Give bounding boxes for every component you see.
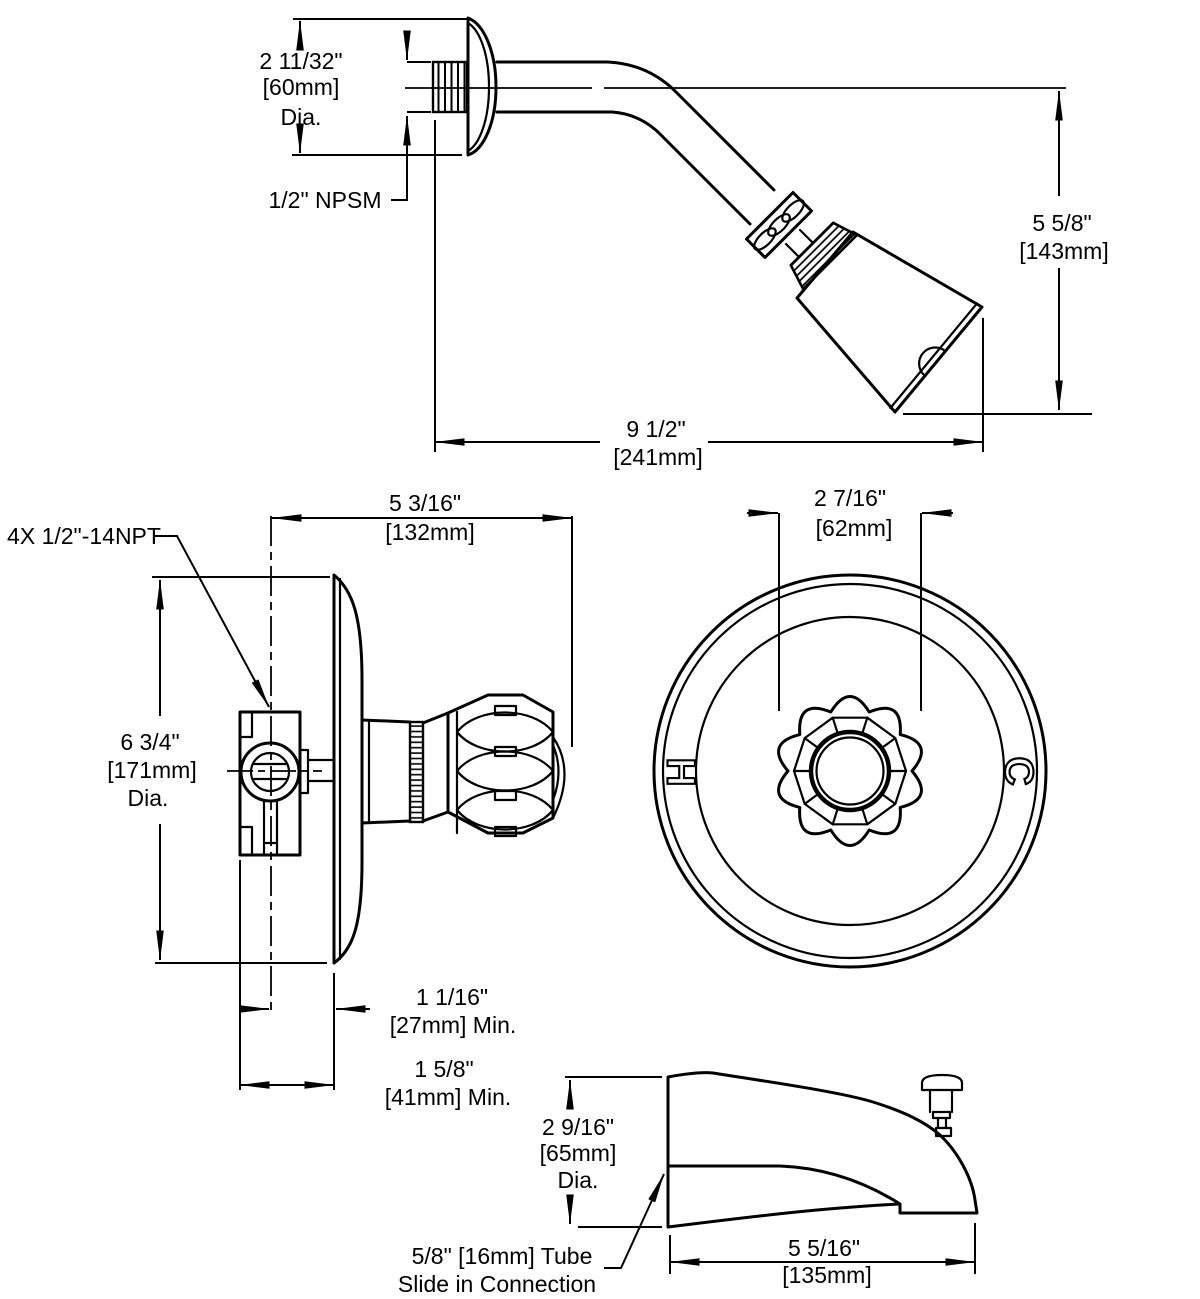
flange-dia-inch: 2 11/32" [259,48,342,74]
escutcheon-dome [694,615,1006,927]
spout-dia-mm: [65mm] [540,1140,617,1166]
knob-center-ring [808,729,892,813]
depth-center-mm: [27mm] Min. [390,1012,517,1038]
depth-center-inch: 1 1/16" [416,984,488,1010]
escutcheon-plate-side [332,573,364,965]
connection-note-line2: Slide in Connection [398,1271,596,1297]
head-height-inch: 5 5/8" [1032,210,1091,236]
projection-mm: [132mm] [385,519,474,545]
spout-dia-suffix: Dia. [558,1167,599,1193]
arm-length-mm: [241mm] [613,444,702,470]
plate-dia-suffix: Dia. [128,785,169,811]
valve-stem-boss [298,748,310,795]
arm-length-inch: 9 1/2" [626,416,685,442]
spout-dia-inch: 2 9/16" [542,1114,614,1140]
shower-arm-flange [466,16,498,157]
flange-dia-suffix: Dia. [281,104,322,130]
flange-dia-mm: [60mm] [263,74,340,100]
spout-length-inch: 5 5/16" [788,1235,860,1261]
hot-marking: H [659,758,703,787]
valve-handle-front [777,695,923,847]
tub-spout-view: 2 9/16" [65mm] Dia. 5 5/16" [135mm] 5/8"… [398,1071,979,1297]
plate-dia-inch: 6 3/4" [120,729,179,755]
spout-length-mm: [135mm] [782,1262,871,1288]
escutcheon-outer-ring [652,573,1048,969]
depth-back-mm: [41mm] Min. [385,1084,512,1110]
knob-facet-lines [792,716,908,826]
shower-arm [495,60,776,192]
head-height-mm: [143mm] [1019,238,1108,264]
npsm-label: 1/2" NPSM [269,187,382,213]
shower-head-body [795,230,984,414]
valve-side-view: 4X 1/2"-14NPT 5 3/16" [132mm] 6 3/4" [17… [7,490,573,1110]
tub-spout-body [666,1071,979,1215]
knob-span-inch: 2 7/16" [814,485,886,511]
projection-inch: 5 3/16" [389,490,461,516]
valve-handle-side [446,693,555,835]
npt-label: 4X 1/2"-14NPT [7,523,161,549]
depth-back-inch: 1 5/8" [414,1056,473,1082]
spray-adjuster-knob [918,346,946,377]
valve-front-view: 2 7/16" [62mm] H C [652,485,1048,969]
shower-arm-threads [431,60,469,114]
bonnet-knurl [408,720,425,824]
cold-marking: C [997,757,1041,786]
connection-note-line1: 5/8" [16mm] Tube [412,1243,593,1269]
ball-joint-collar [745,191,813,259]
plate-dia-mm: [171mm] [107,757,196,783]
knob-span-mm: [62mm] [816,515,893,541]
shower-head-view: 2 11/32" [60mm] Dia. 1/2" NPSM [259,16,1109,470]
diverter-knob [920,1073,964,1138]
